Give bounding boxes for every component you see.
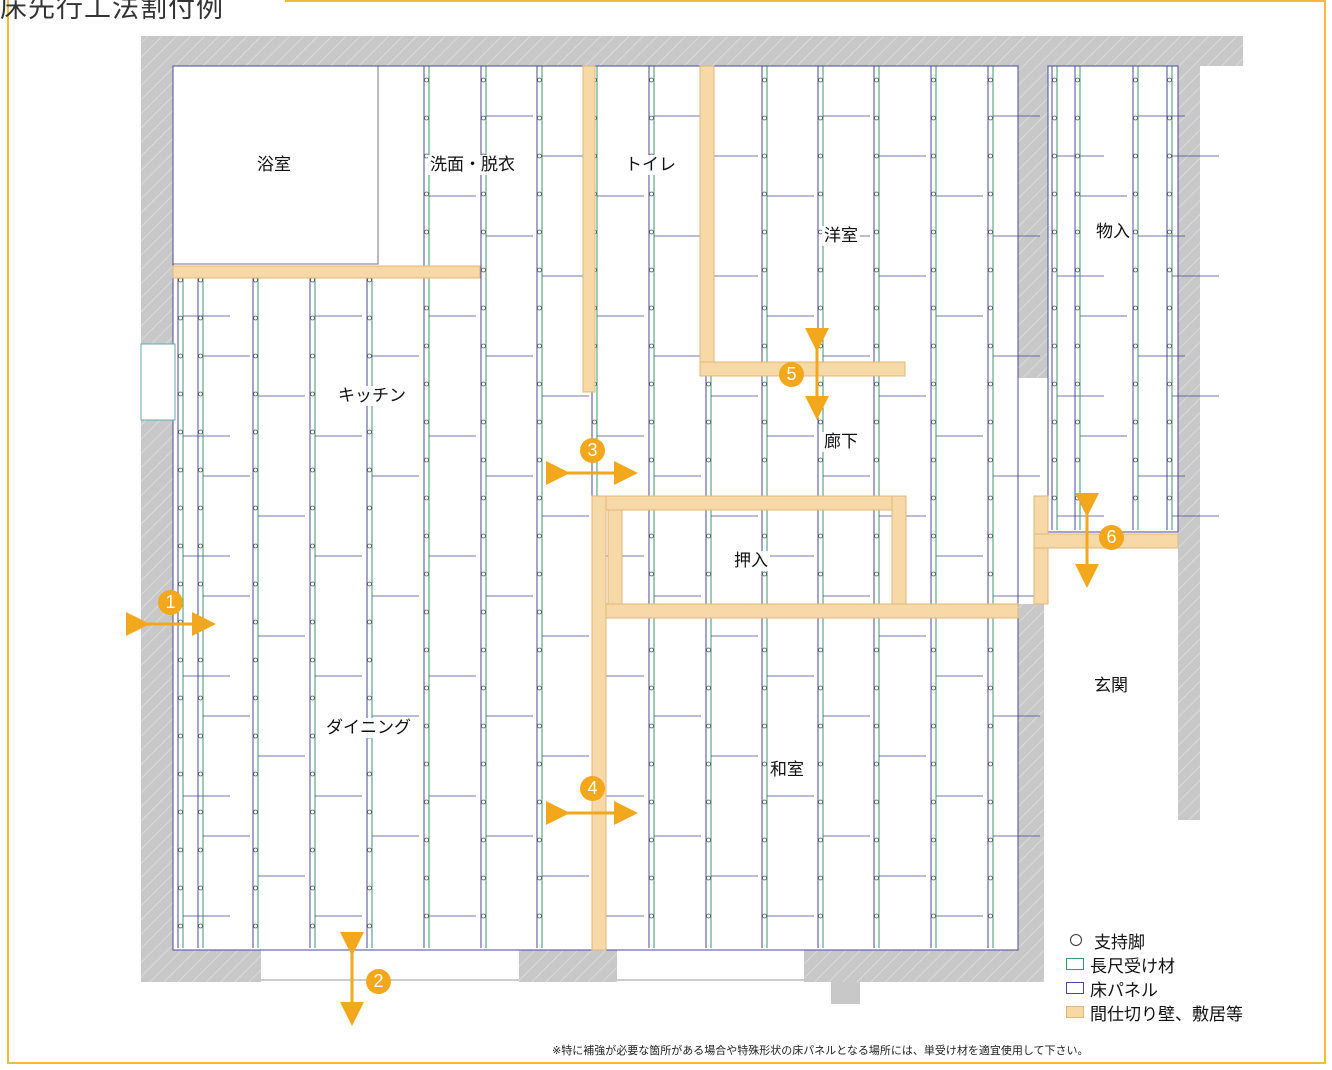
legend: 支持脚 長尺受け材 床パネル 間仕切り壁、敷居等 [1066, 928, 1243, 1025]
room-label-japanese: 和室 [768, 760, 806, 780]
marker-5: 5 [779, 362, 804, 387]
green-rectangle-icon [1066, 958, 1084, 970]
room-label-dining: ダイニング [324, 718, 413, 738]
legend-label-support: 支持脚 [1094, 932, 1145, 953]
tan-rectangle-icon [1066, 1006, 1084, 1018]
room-label-western: 洋室 [822, 226, 860, 246]
legend-row-support: 支持脚 [1066, 928, 1243, 953]
marker-3: 3 [580, 438, 605, 463]
room-label-bath: 浴室 [255, 155, 293, 175]
legend-row-floor-panel: 床パネル [1066, 976, 1243, 1001]
marker-4: 4 [580, 776, 605, 801]
partitions [140, 65, 1179, 951]
room-label-closet: 押入 [732, 551, 770, 571]
frame-top-border [285, 0, 1326, 2]
blue-rectangle-icon [1066, 982, 1084, 994]
room-label-washroom: 洗面・脱衣 [428, 155, 517, 175]
room-label-kitchen: キッチン [336, 386, 408, 406]
diagram-frame [7, 0, 1326, 1064]
room-label-toilet: トイレ [623, 155, 678, 175]
room-label-hallway: 廊下 [822, 432, 860, 452]
legend-label-partition: 間仕切り壁、敷居等 [1090, 1004, 1243, 1025]
room-label-entrance: 玄関 [1092, 676, 1130, 696]
legend-row-partition: 間仕切り壁、敷居等 [1066, 1000, 1243, 1025]
marker-1: 1 [158, 590, 183, 615]
marker-6: 6 [1099, 525, 1124, 550]
marker-2: 2 [366, 969, 391, 994]
legend-row-long-receiver: 長尺受け材 [1066, 952, 1243, 977]
legend-label-floor-panel: 床パネル [1090, 980, 1158, 1001]
arrows [126, 328, 1099, 1026]
legend-label-long-receiver: 長尺受け材 [1090, 956, 1175, 977]
diagram-title: 床先行工法割付例 [0, 0, 224, 24]
walls [141, 36, 1243, 1004]
circle-icon [1070, 934, 1082, 946]
room-label-storage: 物入 [1094, 222, 1132, 242]
footnote: ※特に補強が必要な箇所がある場合や特殊形状の床パネルとなる場所には、単受け材を適… [552, 1044, 1089, 1057]
